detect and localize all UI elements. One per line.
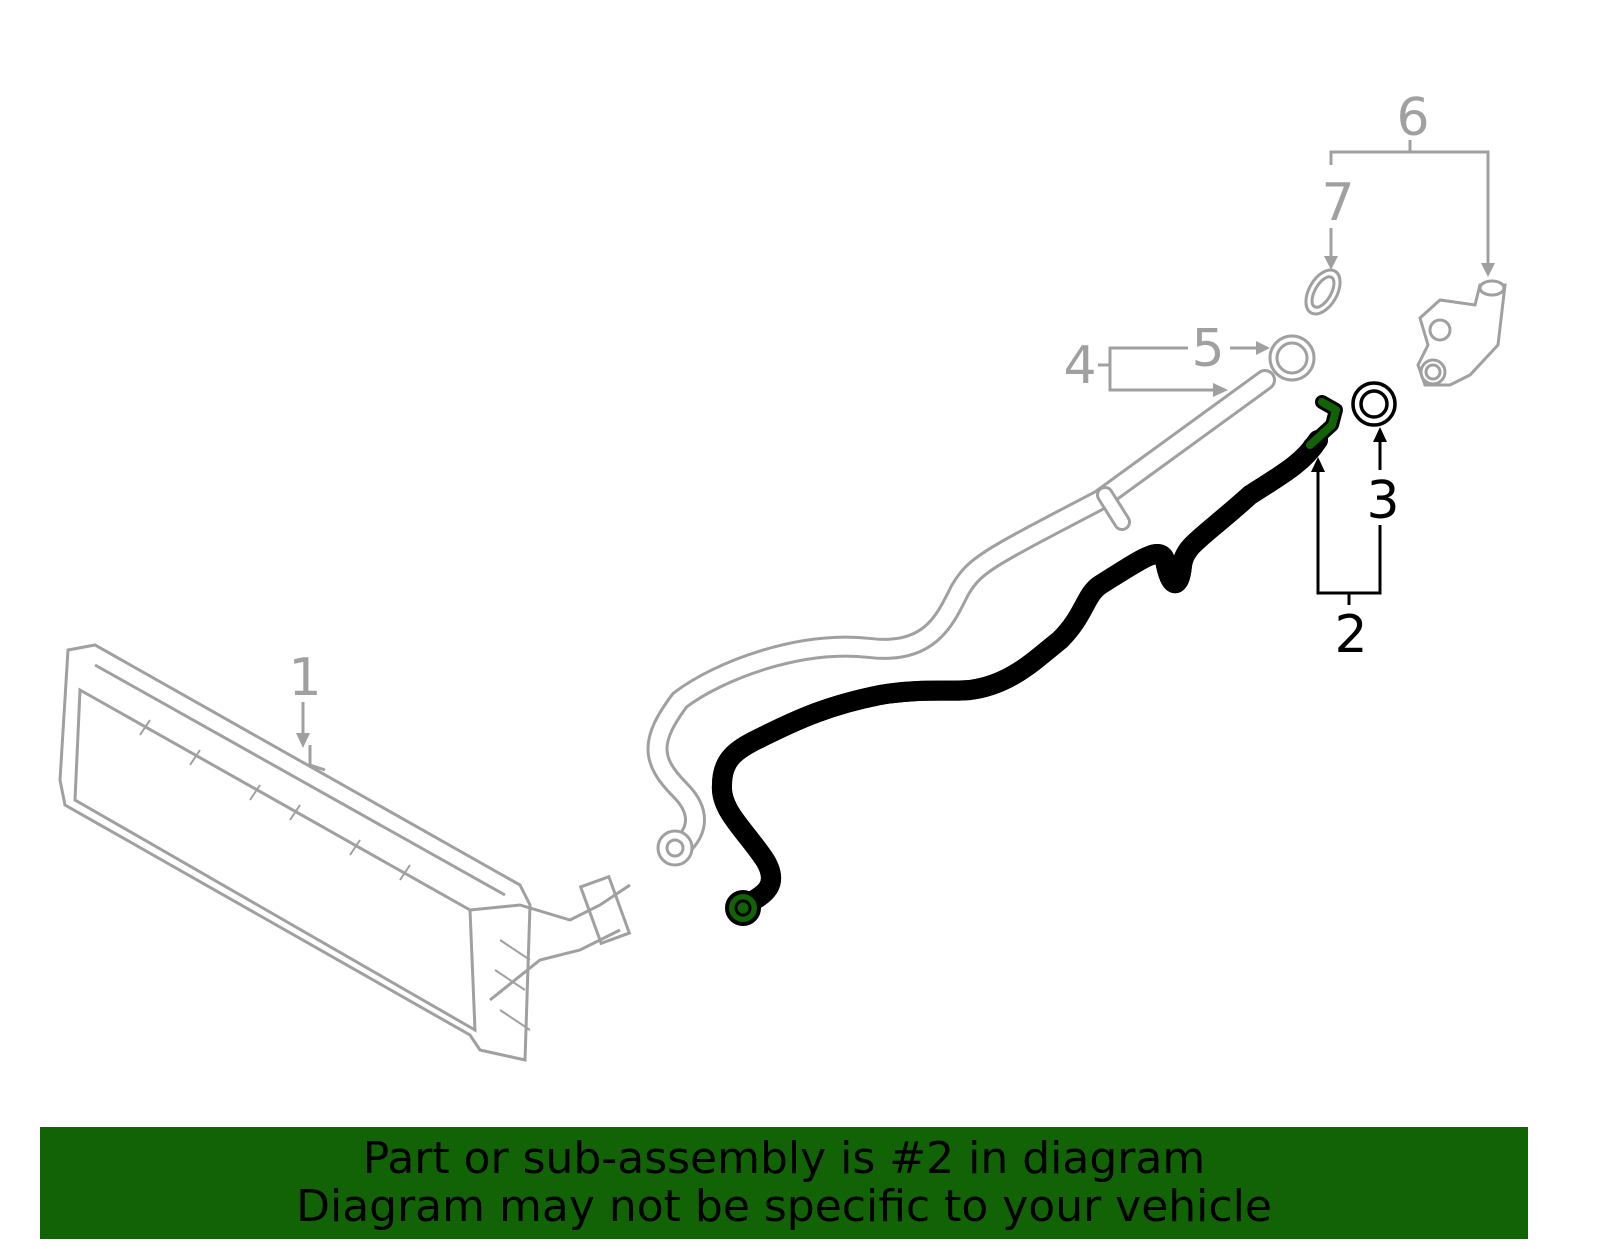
callout-6: 6 [1396,88,1429,148]
callout-4: 4 [1063,336,1096,396]
callout-1: 1 [288,648,321,708]
callout-2: 2 [1334,605,1367,665]
hose-part-4[interactable] [646,369,1276,867]
seal-part-7[interactable] [1299,264,1347,320]
hose-part-2[interactable] [722,395,1343,926]
callout-7: 7 [1321,173,1354,233]
callout-5: 5 [1191,319,1224,379]
callout-3: 3 [1366,471,1399,531]
housing-part-6[interactable] [1416,279,1507,387]
leader-lines [296,140,1495,748]
banner-line-2: Diagram may not be specific to your vehi… [296,1181,1272,1232]
radiator-part-1[interactable] [58,643,632,1062]
seal-part-3[interactable] [1351,381,1397,427]
seal-part-5[interactable] [1268,334,1316,382]
banner-line-1: Part or sub-assembly is #2 in diagram [362,1133,1206,1184]
info-banner: Part or sub-assembly is #2 in diagram Di… [40,1127,1528,1239]
